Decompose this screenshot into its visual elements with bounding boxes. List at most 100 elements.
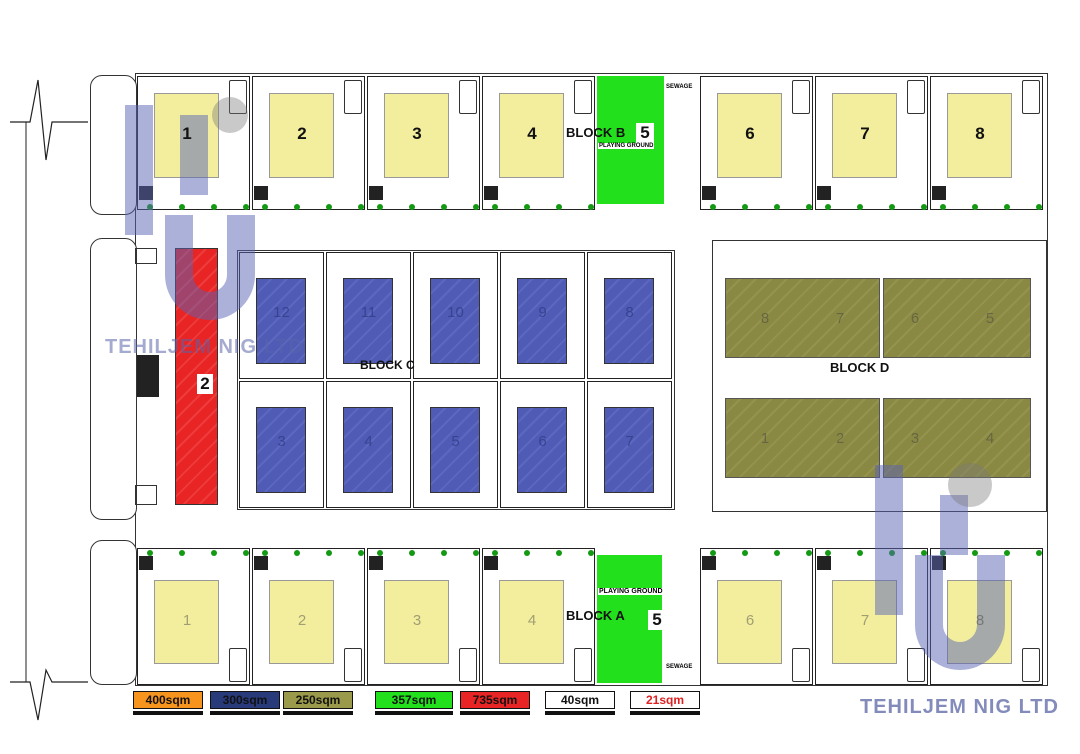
block-d-label: BLOCK D: [830, 360, 890, 375]
residential-building: [717, 93, 782, 178]
tree-icon: [742, 204, 748, 210]
legend-swatch: 357sqm: [375, 691, 453, 709]
tree-icon: [1004, 204, 1010, 210]
legend-caption: [210, 711, 280, 715]
playground-b-number: 5: [636, 123, 654, 143]
generator-house: [817, 556, 831, 570]
tree-icon: [262, 550, 268, 556]
legend-caption: [630, 711, 700, 715]
residential-building: [499, 93, 564, 178]
plot-number: 4: [527, 124, 537, 143]
generator-house: [369, 186, 383, 200]
generator-house: [702, 556, 716, 570]
tree-icon: [1004, 550, 1010, 556]
block-c-building: [430, 278, 480, 364]
generator-house: [254, 556, 268, 570]
legend-caption: [545, 711, 615, 715]
septic-tank: [792, 80, 810, 114]
block-d-unit-number: 5: [985, 310, 995, 327]
tree-icon: [524, 550, 530, 556]
tree-icon: [889, 204, 895, 210]
facility-1: [137, 355, 159, 397]
plot-number: 8: [975, 612, 985, 629]
green-strip-bottom: [90, 540, 137, 685]
legend-caption: [460, 711, 530, 715]
block-c-plot-number: 6: [538, 433, 547, 450]
tree-icon: [1036, 204, 1042, 210]
legend-caption: [283, 711, 353, 715]
tree-icon: [710, 550, 716, 556]
plot-number: 7: [860, 124, 870, 143]
legend-caption: [375, 711, 453, 715]
tree-icon: [377, 550, 383, 556]
block-c-building: [430, 407, 480, 493]
playground-b-label: PLAYING GROUND: [598, 143, 655, 149]
block-d-unit-number: 2: [835, 430, 845, 447]
generator-house: [254, 186, 268, 200]
block-c-plot-number: 5: [451, 433, 460, 450]
legend-swatch: 40sqm: [545, 691, 615, 709]
tree-icon: [211, 204, 217, 210]
plot-number: 7: [860, 612, 870, 629]
block-d-building: [883, 398, 1031, 478]
block-c-plot-number: 9: [538, 304, 547, 321]
legend-swatch: 400sqm: [133, 691, 203, 709]
block-d-unit-number: 4: [985, 430, 995, 447]
septic-tank: [574, 80, 592, 114]
tree-icon: [806, 550, 812, 556]
block-c-building: [604, 278, 654, 364]
playground-a-number: 5: [648, 610, 666, 630]
plot-number: 8: [975, 124, 985, 143]
gate-house-top: [135, 248, 157, 264]
block-d-building: [725, 398, 880, 478]
gate-house-bottom: [135, 485, 157, 505]
residential-building: [269, 580, 334, 664]
septic-tank: [459, 648, 477, 682]
playground-a-label: PLAYING GROUND: [598, 588, 664, 595]
block-c-building: [343, 278, 393, 364]
tree-icon: [358, 204, 364, 210]
block-c-plot-number: 7: [625, 433, 634, 450]
plot-number: 4: [527, 612, 537, 629]
tree-icon: [409, 204, 415, 210]
company-logo-watermark-bottom: [875, 463, 1005, 670]
sewage-b-label: SEWAGE: [666, 84, 693, 90]
block-d-building: [883, 278, 1031, 358]
watermark-text-left: TEHILJEM NIG LTD: [105, 336, 304, 358]
tree-icon: [972, 550, 978, 556]
tree-icon: [940, 204, 946, 210]
tree-icon: [588, 204, 594, 210]
tree-icon: [358, 550, 364, 556]
plot-number: 1: [182, 124, 192, 143]
plot-number: 6: [745, 612, 755, 629]
generator-house: [484, 556, 498, 570]
generator-house: [369, 556, 383, 570]
septic-tank: [907, 80, 925, 114]
tree-icon: [972, 204, 978, 210]
tree-icon: [179, 550, 185, 556]
tree-icon: [262, 204, 268, 210]
legend-swatch: 21sqm: [630, 691, 700, 709]
tree-icon: [179, 204, 185, 210]
watermark-text-bottom: TEHILJEM NIG LTD: [860, 696, 1059, 718]
plot-number: 3: [412, 124, 422, 143]
block-c-building: [343, 407, 393, 493]
residential-building: [832, 93, 897, 178]
residential-building: [499, 580, 564, 664]
block-c-plot-number: 10: [447, 304, 464, 321]
generator-house: [817, 186, 831, 200]
tree-icon: [243, 204, 249, 210]
plot-number: 2: [297, 612, 307, 629]
tree-icon: [588, 550, 594, 556]
tree-icon: [857, 550, 863, 556]
block-c-plot-number: 4: [364, 433, 373, 450]
tree-icon: [294, 550, 300, 556]
block-b-label: BLOCK B: [566, 125, 626, 140]
tree-icon: [294, 204, 300, 210]
green-strip-middle: [90, 238, 137, 520]
tree-icon: [857, 204, 863, 210]
tree-icon: [742, 550, 748, 556]
tree-icon: [473, 550, 479, 556]
tree-icon: [806, 204, 812, 210]
